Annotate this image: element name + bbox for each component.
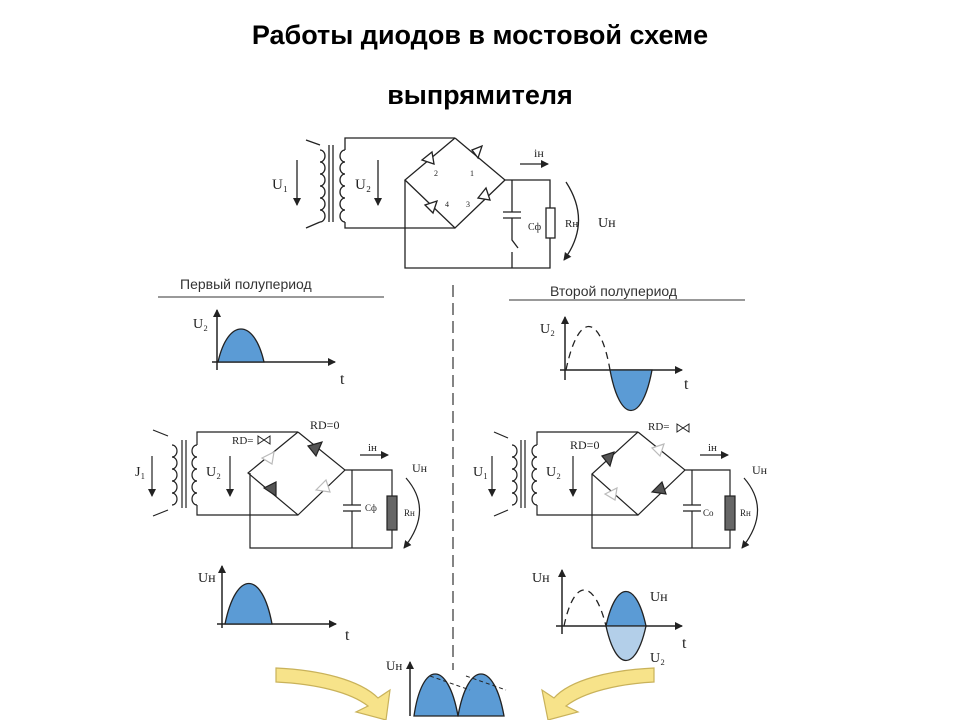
left-yellow-arrow [275,667,391,720]
open-switch-icon [257,435,271,445]
right-uh-dashed [563,589,607,627]
right-uh-top-label: Uн [650,590,668,605]
right-u2-x-label: t [684,376,689,393]
right-heading: Второй полупериод [550,283,677,299]
open-switch-icon [676,423,690,433]
left-i-load-label: iн [368,442,377,454]
right-uh-halfwave-bottom [605,625,647,661]
left-u2-y-label: U₂ [193,317,208,332]
left-u1-label: J₁ [135,465,145,480]
bottom-halfwave-2 [457,673,505,717]
right-u2-negative-halfwave [609,369,653,412]
left-circuit [148,429,421,549]
right-u2-y-label: U₂ [540,322,555,337]
top-load-resistor-label: Rн [565,218,578,230]
top-u1-label: U₁ [272,177,288,193]
left-heading: Первый полупериод [180,276,312,292]
right-capacitor-label: Cо [703,508,714,518]
bottom-output-graph [406,661,507,717]
diode-4-number: 4 [445,200,449,209]
right-rd-off-label: RD= [648,421,669,433]
left-rd-on-label: RD=0 [310,418,339,432]
left-load-resistor-label: Rн [404,508,415,518]
left-uh-y-label: Uн [198,571,216,586]
right-uh-y-label: Uн [532,571,550,586]
right-circuit [488,431,759,549]
bottom-halfwave-1 [413,673,459,717]
diode-3-number: 3 [466,200,470,209]
top-i-load-label: iн [534,146,544,160]
right-uh-bottom-label: U₂ [650,651,665,666]
right-uh-x-label: t [682,635,687,652]
left-u2-x-label: t [340,371,345,388]
left-capacitor-label: Cф [365,503,377,513]
right-load-resistor-label: Rн [740,508,751,518]
right-u2-positive-dashed [565,325,611,371]
left-uh-graph [217,565,337,628]
right-rd-on-label: RD=0 [570,438,599,452]
page-title: Работы диодов в мостовой схеме [251,20,709,50]
left-load-voltage-label: Uн [412,461,428,475]
top-capacitor-label: Cф [528,222,542,233]
top-load-voltage-label: Uн [598,216,616,231]
left-rd-off-label: RD= [232,435,253,447]
diode-1-number: 1 [470,169,474,178]
right-u2-label: U₂ [546,465,561,480]
left-u2-halfwave [217,328,265,363]
bottom-y-label: Uн [386,658,402,673]
right-uh-halfwave-top [605,591,647,627]
right-i-load-label: iн [708,442,717,454]
left-uh-halfwave [224,582,273,625]
diode-2-number: 2 [434,169,438,178]
left-u2-label: U₂ [206,465,221,480]
left-u2-graph [212,309,336,370]
right-u1-label: U₁ [473,465,488,480]
right-load-voltage-label: Uн [752,463,768,477]
page-title-line-2: выпрямителя [387,80,573,110]
right-uh-graph [556,569,683,661]
right-yellow-arrow [541,667,655,720]
right-u2-graph [560,316,683,412]
top-u2-label: U₂ [355,177,371,193]
top-circuit [293,137,580,269]
left-uh-x-label: t [345,627,350,644]
bottom-ripple-dashed [429,675,507,691]
